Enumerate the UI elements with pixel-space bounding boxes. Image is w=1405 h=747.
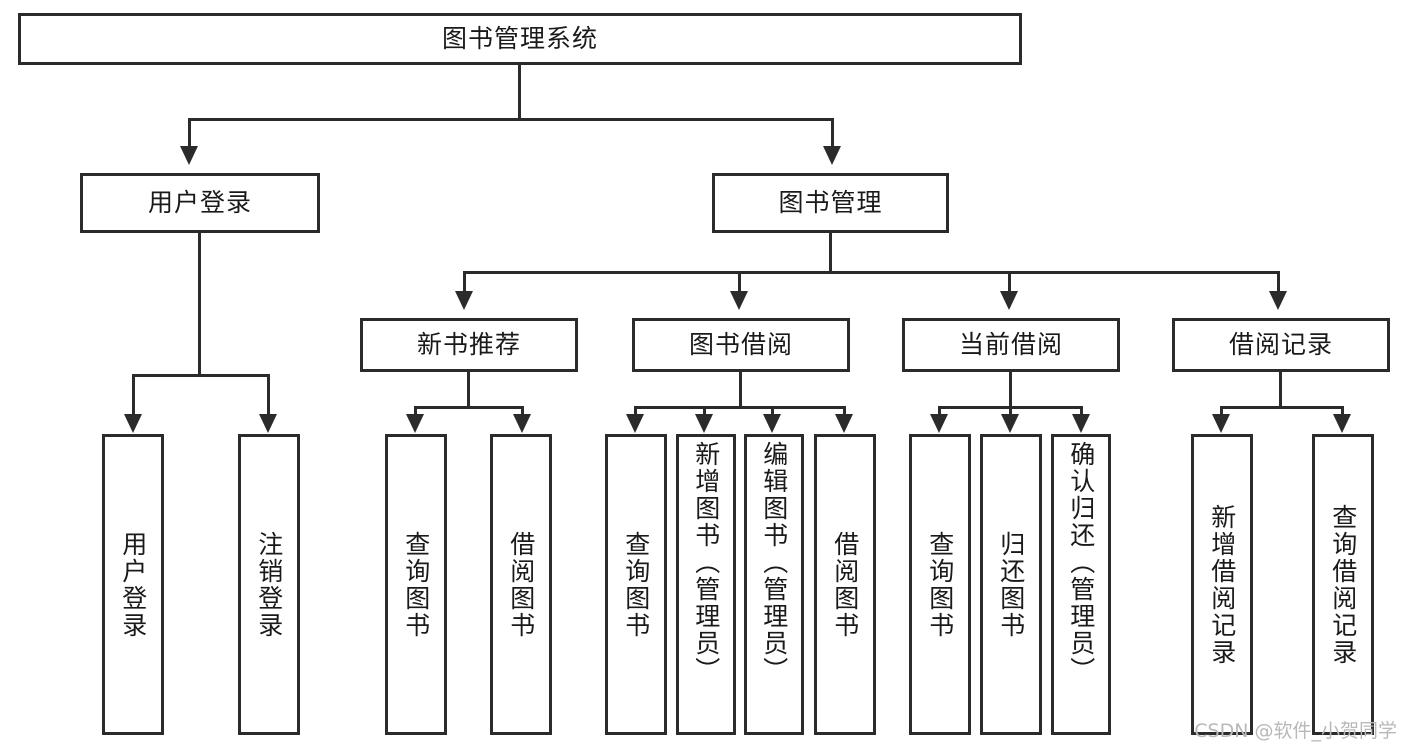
arrowhead-current-child-3 [1072,414,1090,433]
node-label: 当前借阅 [958,330,1063,360]
node-label: 查询图书 [401,530,431,639]
connector-records-drop-2 [1341,406,1344,418]
arrowhead-borrow-child-2 [695,414,713,433]
node-label: 新增图书（管理员） [691,441,721,684]
leaf-logout[interactable]: 注销登录 [238,434,300,735]
connector-current-drop-2 [1009,406,1012,418]
node-book-borrow[interactable]: 图书借阅 [632,318,850,372]
node-new-book-recommend[interactable]: 新书推荐 [360,318,578,372]
node-label: 图书管理 [778,188,883,218]
connector-book-manage-drop-2 [738,271,741,293]
connector-user-login-bus [132,374,270,377]
leaf-borrow-borrow-book[interactable]: 借阅图书 [814,434,876,735]
arrowhead-recommend-child-1 [406,414,424,433]
leaf-recommend-borrow-book[interactable]: 借阅图书 [490,434,552,735]
connector-root-stem [518,65,521,120]
connector-records-bus [1220,406,1344,409]
arrowhead-records-child-2 [1333,414,1351,433]
node-label: 归还图书 [996,530,1026,639]
node-label: 用户登录 [118,530,148,639]
connector-root-to-user-login [188,118,191,148]
node-label: 借阅记录 [1228,330,1333,360]
node-book-management[interactable]: 图书管理 [712,173,949,233]
connector-borrow-drop-3 [771,406,774,418]
watermark-text: CSDN @软件_小贺同学 [1194,720,1397,742]
connector-current-stem [1009,372,1012,408]
arrowhead-current-child-1 [930,414,948,433]
node-label: 用户登录 [147,188,252,218]
leaf-user-login[interactable]: 用户登录 [102,434,164,735]
arrowhead-current-child-2 [1001,414,1019,433]
arrowhead-borrow-child-3 [763,414,781,433]
leaf-records-query-record[interactable]: 查询借阅记录 [1312,434,1374,735]
leaf-borrow-add-book-admin[interactable]: 新增图书（管理员） [676,434,736,735]
connector-recommend-drop-2 [521,406,524,418]
node-label: 新书推荐 [416,330,521,360]
leaf-current-return-book[interactable]: 归还图书 [980,434,1042,735]
connector-book-manage-drop-4 [1277,271,1280,293]
connector-book-manage-drop-1 [463,271,466,293]
connector-borrow-bus [634,406,846,409]
arrowhead-root-to-user-login [180,146,198,165]
arrowhead-root-to-book-manage [823,146,841,165]
connector-borrow-stem [739,372,742,408]
connector-book-manage-bus [463,271,1280,274]
node-label: 查询借阅记录 [1328,503,1358,666]
node-label: 图书借阅 [688,330,793,360]
leaf-current-query-book[interactable]: 查询图书 [909,434,971,735]
node-label: 新增借阅记录 [1207,503,1237,666]
arrowhead-book-manage-child-4 [1269,291,1287,310]
leaf-current-confirm-return-admin[interactable]: 确认归还（管理员） [1051,434,1111,735]
connector-current-drop-1 [938,406,941,418]
connector-user-login-drop-2 [267,374,270,416]
arrowhead-borrow-child-4 [835,414,853,433]
node-label: 借阅图书 [506,530,536,639]
node-label: 注销登录 [254,530,284,639]
connector-book-manage-stem [829,233,832,273]
arrowhead-records-child-1 [1212,414,1230,433]
arrowhead-book-manage-child-1 [455,291,473,310]
node-label: 图书管理系统 [441,24,598,54]
connector-borrow-drop-1 [634,406,637,418]
node-label: 借阅图书 [830,530,860,639]
connector-root-bus [188,118,834,121]
arrowhead-borrow-child-1 [626,414,644,433]
connector-book-manage-drop-3 [1008,271,1011,293]
connector-records-drop-1 [1220,406,1223,418]
arrowhead-user-login-child-1 [124,414,142,433]
connector-user-login-stem [198,233,201,376]
connector-borrow-drop-2 [703,406,706,418]
connector-recommend-stem [467,372,470,408]
leaf-recommend-query-book[interactable]: 查询图书 [385,434,447,735]
connector-recommend-drop-1 [414,406,417,418]
node-current-borrow[interactable]: 当前借阅 [902,318,1120,372]
node-label: 确认归还（管理员） [1066,441,1096,684]
connector-borrow-drop-4 [843,406,846,418]
node-root-system[interactable]: 图书管理系统 [18,13,1022,65]
connector-records-stem [1279,372,1282,408]
arrowhead-recommend-child-2 [513,414,531,433]
connector-recommend-bus [414,406,524,409]
connector-current-drop-3 [1080,406,1083,418]
node-label: 编辑图书（管理员） [759,441,789,684]
connector-user-login-drop-1 [132,374,135,416]
node-borrow-records[interactable]: 借阅记录 [1172,318,1390,372]
arrowhead-book-manage-child-2 [730,291,748,310]
leaf-records-add-record[interactable]: 新增借阅记录 [1191,434,1253,735]
node-label: 查询图书 [925,530,955,639]
leaf-borrow-query-book[interactable]: 查询图书 [605,434,667,735]
node-user-login[interactable]: 用户登录 [80,173,320,233]
arrowhead-user-login-child-2 [259,414,277,433]
node-label: 查询图书 [621,530,651,639]
arrowhead-book-manage-child-3 [1000,291,1018,310]
connector-root-to-book-manage [831,118,834,148]
leaf-borrow-edit-book-admin[interactable]: 编辑图书（管理员） [744,434,804,735]
